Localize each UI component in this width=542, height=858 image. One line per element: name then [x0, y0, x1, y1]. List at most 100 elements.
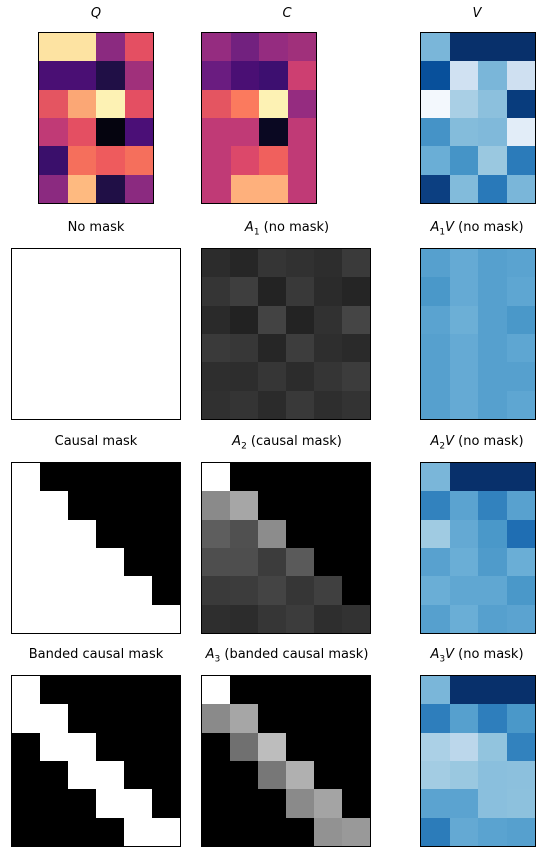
heatmap-cell — [314, 604, 342, 633]
heatmap-cell — [286, 817, 314, 846]
heatmap-cell — [96, 548, 124, 577]
heatmap-cell — [258, 362, 286, 391]
heatmap-cell — [478, 61, 507, 90]
heatmap-cell — [202, 249, 230, 278]
heatmap-cell — [96, 89, 125, 118]
heatmap-cell — [202, 704, 230, 733]
heatmap-cell — [258, 463, 286, 492]
heatmap-cell — [314, 491, 342, 520]
heatmap-cell — [152, 362, 180, 391]
heatmap-cell — [124, 362, 152, 391]
panel-title: No mask — [67, 220, 125, 235]
heatmap-cell — [152, 305, 180, 334]
heatmap-cell — [124, 576, 152, 605]
heatmap-cell — [12, 390, 40, 419]
heatmap-cell — [124, 817, 152, 846]
heatmap-cell — [202, 789, 230, 818]
heatmap-cell — [96, 576, 124, 605]
heatmap-cell — [258, 789, 286, 818]
heatmap-cell — [202, 732, 230, 761]
heatmap-cell — [230, 676, 258, 705]
heatmap-cell — [68, 519, 96, 548]
heatmap-cell — [40, 390, 68, 419]
heatmap-cell — [202, 362, 230, 391]
heatmap-cell — [286, 362, 314, 391]
heatmap-cell — [68, 334, 96, 363]
heatmap-cell — [152, 732, 180, 761]
heatmap-cell — [68, 249, 96, 278]
heatmap-cell — [12, 305, 40, 334]
heatmap-cell — [421, 519, 450, 548]
heatmap-cell — [12, 463, 40, 492]
heatmap-cell — [152, 789, 180, 818]
heatmap-cell — [230, 89, 259, 118]
heatmap-cell — [506, 761, 535, 790]
heatmap-cell — [342, 390, 370, 419]
heatmap-cell — [124, 118, 153, 147]
heatmap-cell — [202, 491, 230, 520]
heatmap-cell — [152, 548, 180, 577]
heatmap-cell — [478, 89, 507, 118]
heatmap-cell — [342, 548, 370, 577]
heatmap-cell — [259, 61, 288, 90]
heatmap-cell — [12, 491, 40, 520]
heatmap-cell — [421, 118, 450, 147]
heatmap-cell — [314, 249, 342, 278]
heatmap-cell — [40, 604, 68, 633]
heatmap-cell — [449, 761, 478, 790]
heatmap-cell — [449, 676, 478, 705]
heatmap-cell — [230, 174, 259, 203]
heatmap-cell — [478, 817, 507, 846]
heatmap-cell — [478, 676, 507, 705]
heatmap-grid — [201, 32, 317, 204]
panel-title: Q — [90, 6, 102, 21]
heatmap-cell — [449, 789, 478, 818]
heatmap-cell — [478, 761, 507, 790]
heatmap-cell — [96, 174, 125, 203]
heatmap-cell — [96, 362, 124, 391]
heatmap-cell — [230, 249, 258, 278]
heatmap-cell — [342, 732, 370, 761]
heatmap-cell — [478, 174, 507, 203]
heatmap-cell — [40, 334, 68, 363]
heatmap-cell — [96, 604, 124, 633]
heatmap-cell — [96, 277, 124, 306]
heatmap-cell — [230, 491, 258, 520]
heatmap-cell — [152, 604, 180, 633]
heatmap-cell — [478, 519, 507, 548]
panel-title: A3 (banded causal mask) — [205, 647, 369, 665]
heatmap-cell — [124, 61, 153, 90]
heatmap-cell — [202, 761, 230, 790]
heatmap-cell — [258, 604, 286, 633]
heatmap-cell — [202, 118, 231, 147]
heatmap-cell — [202, 548, 230, 577]
heatmap-cell — [96, 249, 124, 278]
heatmap-grid — [11, 462, 181, 634]
heatmap-cell — [314, 761, 342, 790]
heatmap-cell — [39, 146, 68, 175]
heatmap-cell — [96, 305, 124, 334]
heatmap-cell — [258, 249, 286, 278]
heatmap-cell — [12, 732, 40, 761]
heatmap-cell — [96, 146, 125, 175]
heatmap-cell — [230, 817, 258, 846]
heatmap-cell — [68, 732, 96, 761]
heatmap-cell — [12, 817, 40, 846]
heatmap-cell — [506, 249, 535, 278]
heatmap-cell — [287, 118, 316, 147]
heatmap-cell — [342, 789, 370, 818]
heatmap-cell — [202, 604, 230, 633]
heatmap-cell — [421, 249, 450, 278]
heatmap-cell — [314, 548, 342, 577]
heatmap-cell — [342, 704, 370, 733]
heatmap-cell — [124, 390, 152, 419]
heatmap-cell — [506, 463, 535, 492]
heatmap-cell — [421, 704, 450, 733]
heatmap-cell — [124, 33, 153, 62]
heatmap-cell — [96, 118, 125, 147]
heatmap-cell — [40, 548, 68, 577]
heatmap-cell — [202, 463, 230, 492]
heatmap-cell — [421, 334, 450, 363]
heatmap-cell — [124, 249, 152, 278]
heatmap-cell — [124, 732, 152, 761]
